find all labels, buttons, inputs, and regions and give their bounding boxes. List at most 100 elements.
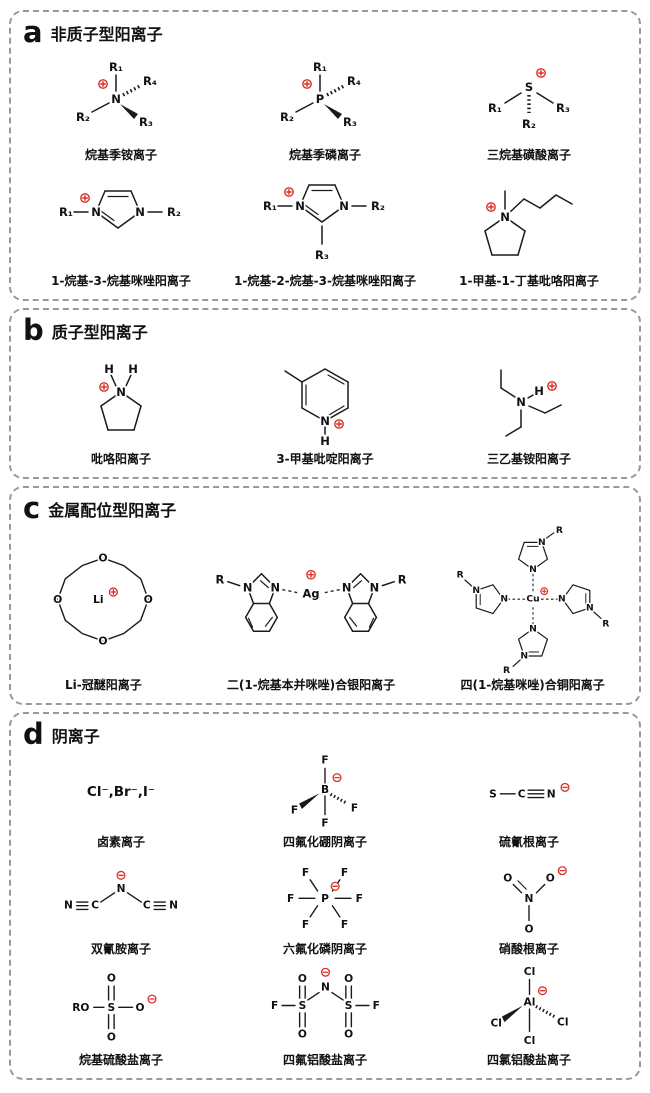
- alkyl-sulfate-drawing: RO S O O O: [70, 970, 157, 1045]
- atom-label: N: [116, 385, 126, 399]
- bond-lines: [464, 532, 602, 668]
- atom-label: O: [546, 872, 555, 885]
- atom-label: Al: [523, 995, 535, 1008]
- atom-label: N: [342, 580, 352, 594]
- structure-halide-ions: Cl⁻,Br⁻,I⁻ 卤素离子: [19, 749, 223, 852]
- hexafluorophosphate-drawing: P F F F F F F: [285, 864, 364, 932]
- structure-1-methyl-1-butylpyrrolidinium: N 1-甲基-1-丁基吡咯阳离子: [427, 165, 631, 291]
- atom-label: O: [99, 634, 108, 647]
- atom-label: R: [456, 570, 463, 581]
- triethylammonium-drawing: N H: [500, 369, 562, 437]
- positive-charge-icon: [284, 187, 294, 197]
- atom-label: Cl: [490, 1017, 501, 1030]
- structure-caption: 四氟化硼阴离子: [282, 835, 367, 849]
- atom-label: S: [298, 999, 306, 1012]
- atom-label: R₂: [167, 205, 181, 219]
- atom-label: N: [243, 580, 253, 594]
- structure-alkyl-sulfate: RO S O O O 烷基硫酸盐离子: [19, 959, 223, 1070]
- structure-tetrachloroaluminate: Al Cl Cl Cl Cl 四氯铝酸盐离子: [427, 959, 631, 1070]
- atom-label: F: [356, 892, 363, 905]
- atom-label: F: [341, 866, 348, 879]
- panel-title-d: 阴离子: [51, 726, 100, 746]
- positive-charge-icon: [536, 68, 546, 78]
- bond-lines: [512, 880, 546, 922]
- atom-label: R: [602, 619, 609, 630]
- atom-label: R: [398, 572, 407, 586]
- structure-alkyl-quaternary-ammonium: N R₁ R₄ R₂ R₃ 烷基季铵离子: [19, 47, 223, 165]
- panel-a-header: a 非质子型阳离子: [19, 16, 631, 47]
- atom-label: F: [372, 999, 379, 1012]
- structure-caption: 烷基硫酸盐离子: [78, 1053, 163, 1067]
- atom-label: N: [472, 585, 480, 596]
- atom-label: C: [143, 900, 151, 912]
- structure-caption: 四(1-烷基咪唑)合铜阳离子: [460, 678, 605, 692]
- bond-lines: [277, 184, 367, 245]
- structure-caption: 卤素离子: [96, 835, 145, 849]
- structure-thiocyanate: S C N 硫氰根离子: [427, 749, 631, 852]
- structure-caption: 六氟化磷阴离子: [282, 942, 367, 956]
- structure-caption: 烷基季铵离子: [84, 148, 157, 162]
- positive-charge-icon: [547, 381, 557, 391]
- positive-charge-icon: [99, 382, 109, 392]
- atom-label: N: [516, 395, 526, 409]
- panel-c-header: c 金属配位型阳离子: [19, 492, 631, 523]
- panel-c-row: O O O O Li Li-冠醚阳离子: [19, 523, 631, 695]
- atom-label: RO: [72, 1001, 89, 1014]
- atom-label: N: [271, 580, 281, 594]
- atom-label: O: [99, 551, 108, 564]
- structure-caption: 硝酸根离子: [498, 942, 559, 956]
- atom-label: O: [524, 922, 533, 935]
- atom-label: S: [107, 1001, 115, 1014]
- structure-silver-bis-benzimidazole: R N N Ag N N R 二(1-烷基本并咪唑)合银阳离子: [202, 523, 420, 695]
- negative-charge-icon: [146, 994, 157, 1004]
- atom-label: F: [321, 754, 328, 767]
- atom-label: Cl: [523, 965, 534, 978]
- atom-label: R₃: [139, 115, 153, 129]
- structure-trialkyl-sulfonium: S R₁ R₃ R₂ 三烷基磺酸离子: [427, 47, 631, 165]
- bond-lines: [299, 767, 348, 816]
- atom-label: F: [341, 918, 348, 931]
- atom-label: N: [558, 594, 566, 605]
- tetrachloroaluminate-drawing: Al Cl Cl Cl Cl: [488, 963, 569, 1049]
- panel-title-c: 金属配位型阳离子: [48, 500, 177, 520]
- positive-charge-icon: [109, 586, 119, 597]
- panel-b-header: b 质子型阳离子: [19, 314, 631, 345]
- structure-caption: 四氟铝酸盐离子: [282, 1053, 367, 1067]
- dicyanamide-drawing: N C C N N: [62, 870, 180, 913]
- structure-caption: 3-甲基吡啶阳离子: [276, 452, 374, 466]
- atom-label: H: [320, 434, 330, 448]
- structure-li-crown-ether: O O O O Li Li-冠醚阳离子: [37, 523, 169, 695]
- structure-tetrafluoroborate: B F F F F 四氟化硼阴离子: [223, 749, 427, 852]
- atom-label: O: [144, 593, 153, 606]
- 2-substituted-imidazolium-drawing: N N R₁ R₂ R₃: [261, 184, 387, 264]
- panel-a-grid: N R₁ R₄ R₂ R₃ 烷基季铵离子 P: [19, 47, 631, 291]
- positive-charge-icon: [486, 202, 496, 212]
- positive-charge-icon: [539, 587, 548, 596]
- atom-label: O: [106, 1030, 115, 1043]
- atom-label: N: [520, 651, 528, 662]
- structure-nitrate: N O O O 硝酸根离子: [427, 852, 631, 959]
- atom-label: N: [295, 199, 305, 213]
- atom-label: R₂: [76, 110, 90, 124]
- fluorosulfonyl-imide-drawing: N S S O O O O F F: [269, 967, 381, 1042]
- bond-lines: [76, 892, 166, 911]
- structure-bis-fluorosulfonyl-imide: N S S O O O O F F 四氟铝酸盐离子: [223, 959, 427, 1070]
- structure-caption: 四氯铝酸盐离子: [486, 1053, 571, 1067]
- bond-lines: [499, 788, 545, 798]
- structure-caption: 1-烷基-3-烷基咪唑阳离子: [51, 274, 191, 288]
- atom-label: N: [586, 603, 594, 614]
- atom-label: S: [489, 787, 497, 800]
- atom-label: O: [53, 593, 62, 606]
- structure-caption: 硫氰根离子: [498, 835, 559, 849]
- bond-lines: [100, 374, 142, 431]
- atom-label: N: [111, 92, 121, 106]
- atom-label: Cu: [526, 594, 539, 605]
- quaternary-phosphonium-drawing: P R₁ R₄ R₂ R₃: [278, 58, 362, 130]
- atom-label: F: [287, 892, 294, 905]
- atom-label: R₁: [109, 60, 123, 74]
- atom-label: N: [91, 205, 101, 219]
- atom-label: F: [302, 918, 309, 931]
- methylpyridinium-drawing: N H: [284, 368, 349, 450]
- atom-label: N: [525, 892, 534, 905]
- atom-label: R₁: [488, 101, 502, 115]
